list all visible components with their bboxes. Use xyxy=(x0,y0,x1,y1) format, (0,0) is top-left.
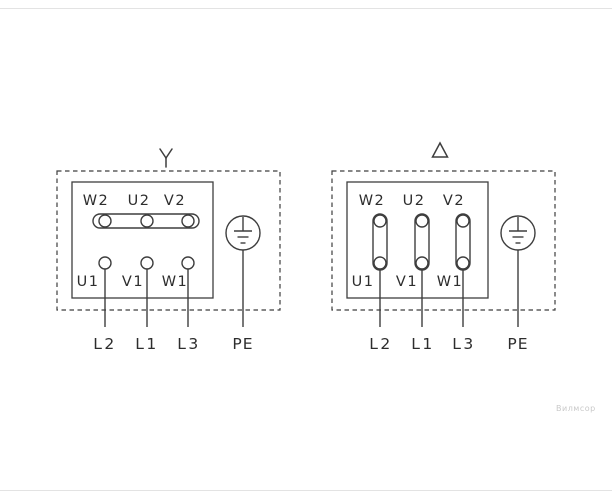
star-terminal-v2 xyxy=(181,214,195,228)
delta-terminal-label-u2: U2 xyxy=(403,193,426,209)
delta-terminal-u2 xyxy=(415,214,429,228)
delta-terminal-u1 xyxy=(373,256,387,270)
watermark-text: Вилмсор xyxy=(556,404,596,413)
star-terminal-label-v2: V2 xyxy=(164,193,186,209)
delta-pe-label: PE xyxy=(507,335,528,353)
bottom-border-line xyxy=(0,490,612,491)
star-terminal-w2 xyxy=(98,214,112,228)
star-terminal-v1 xyxy=(140,256,154,270)
delta-terminal-w2 xyxy=(373,214,387,228)
delta-outer-dashed-box xyxy=(331,170,556,311)
delta-symbol-icon xyxy=(431,141,449,158)
delta-connection-diagram: W2 U2 V2 U1 V1 W1 L2 L1 L3 xyxy=(331,141,556,353)
star-terminal-label-u2: U2 xyxy=(128,193,151,209)
star-terminal-label-v1: V1 xyxy=(122,274,144,290)
star-terminal-w1 xyxy=(181,256,195,270)
delta-line-label-l2: L2 xyxy=(369,335,393,353)
delta-terminal-v2 xyxy=(456,214,470,228)
star-line-label-l2: L2 xyxy=(93,335,117,353)
delta-terminal-label-w2: W2 xyxy=(359,193,386,209)
star-symbol-icon xyxy=(159,148,173,168)
star-terminal-box xyxy=(71,181,214,299)
delta-pe-earth-icon xyxy=(500,215,536,251)
star-terminal-label-w1: W1 xyxy=(162,274,189,290)
star-terminal-u2 xyxy=(140,214,154,228)
star-terminal-label-w2: W2 xyxy=(83,193,110,209)
delta-terminal-label-v1: V1 xyxy=(396,274,418,290)
star-connection-diagram: W2 U2 V2 U1 V1 W1 L2 L1 L3 xyxy=(56,148,281,353)
delta-line-label-l3: L3 xyxy=(452,335,476,353)
star-terminal-label-u1: U1 xyxy=(77,274,100,290)
delta-terminal-v1 xyxy=(415,256,429,270)
star-pe-earth-icon xyxy=(225,215,261,251)
star-terminal-u1 xyxy=(98,256,112,270)
delta-terminal-label-v2: V2 xyxy=(443,193,465,209)
star-outer-dashed-box xyxy=(56,170,281,311)
delta-line-label-l1: L1 xyxy=(411,335,435,353)
delta-terminal-box xyxy=(346,181,489,299)
delta-terminal-label-w1: W1 xyxy=(437,274,464,290)
star-line-label-l3: L3 xyxy=(177,335,201,353)
delta-terminal-w1 xyxy=(456,256,470,270)
delta-terminal-label-u1: U1 xyxy=(352,274,375,290)
star-line-label-l1: L1 xyxy=(135,335,159,353)
top-border-line xyxy=(0,8,612,9)
star-pe-label: PE xyxy=(232,335,253,353)
